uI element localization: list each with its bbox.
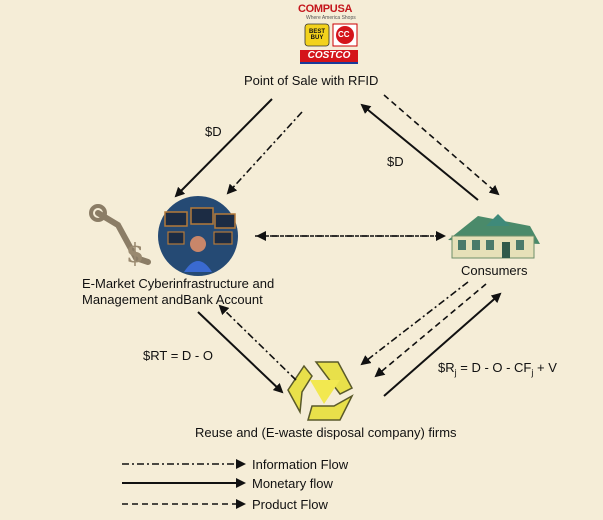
node-reuse-firms: Reuse and (E-waste disposal company) fir… bbox=[195, 425, 457, 440]
bestbuy-logo-text: BEST BUY bbox=[308, 29, 325, 41]
legend-product-label: Product Flow bbox=[252, 497, 328, 512]
node-emarket-line2: Management andBank Account bbox=[82, 292, 263, 307]
product-arrows bbox=[374, 94, 500, 378]
flow-label-r-mid: = D - O - CF bbox=[456, 360, 532, 375]
arrow-reuse-to-emarket-info bbox=[218, 304, 297, 381]
compusa-tagline: Where America Shops bbox=[306, 15, 356, 21]
arrow-reuse-to-consumers-money bbox=[383, 292, 502, 397]
flow-label-r-sub1: j bbox=[454, 367, 457, 378]
flow-label-r-sub2: j bbox=[531, 367, 534, 378]
costco-logo-text: COSTCO bbox=[307, 50, 351, 61]
flow-label-r-prefix: $R bbox=[438, 360, 455, 375]
costco-logo bbox=[300, 50, 358, 62]
arrow-pos-to-emarket-money bbox=[174, 98, 273, 198]
svg-text:$: $ bbox=[126, 239, 144, 269]
bestbuy-logo bbox=[304, 23, 330, 47]
emarket-image bbox=[158, 196, 238, 276]
arrow-pos-to-consumers-product bbox=[383, 94, 500, 196]
recycle-icon bbox=[287, 361, 354, 421]
information-arrows bbox=[218, 111, 469, 381]
flow-label-pos-to-emarket: $D bbox=[205, 124, 222, 139]
node-consumers: Consumers bbox=[461, 263, 528, 278]
legend-information-label: Information Flow bbox=[252, 457, 349, 472]
key-dollar-icon: $ bbox=[89, 204, 151, 269]
node-point-of-sale: Point of Sale with RFID bbox=[244, 73, 379, 88]
flow-label-r-suffix: + V bbox=[533, 360, 557, 375]
retailer-logos bbox=[300, 23, 358, 64]
arrow-consumers-to-pos-money bbox=[360, 103, 479, 201]
monetary-arrows bbox=[174, 98, 502, 397]
flow-label-consumers-to-reuse: $Rj = D - O - CFj + V bbox=[438, 360, 557, 381]
circuitcity-logo-text: CC bbox=[338, 30, 350, 39]
legend-lines bbox=[122, 459, 246, 509]
arrow-pos-to-emarket-info bbox=[226, 111, 303, 195]
node-emarket-line1: E-Market Cyberinfrastructure and bbox=[82, 276, 275, 291]
arrow-emarket-to-reuse-money bbox=[197, 311, 284, 394]
legend-monetary-label: Monetary flow bbox=[252, 476, 333, 491]
flow-label-consumers-to-pos: $D bbox=[387, 154, 404, 169]
arrow-consumers-to-reuse-info bbox=[360, 281, 469, 366]
compusa-logo: COMPUSA bbox=[298, 3, 353, 15]
arrow-consumers-to-reuse-product bbox=[374, 283, 487, 378]
consumers-house-icon bbox=[448, 214, 540, 259]
flow-label-emarket-to-reuse: $RT = D - O bbox=[143, 348, 213, 363]
